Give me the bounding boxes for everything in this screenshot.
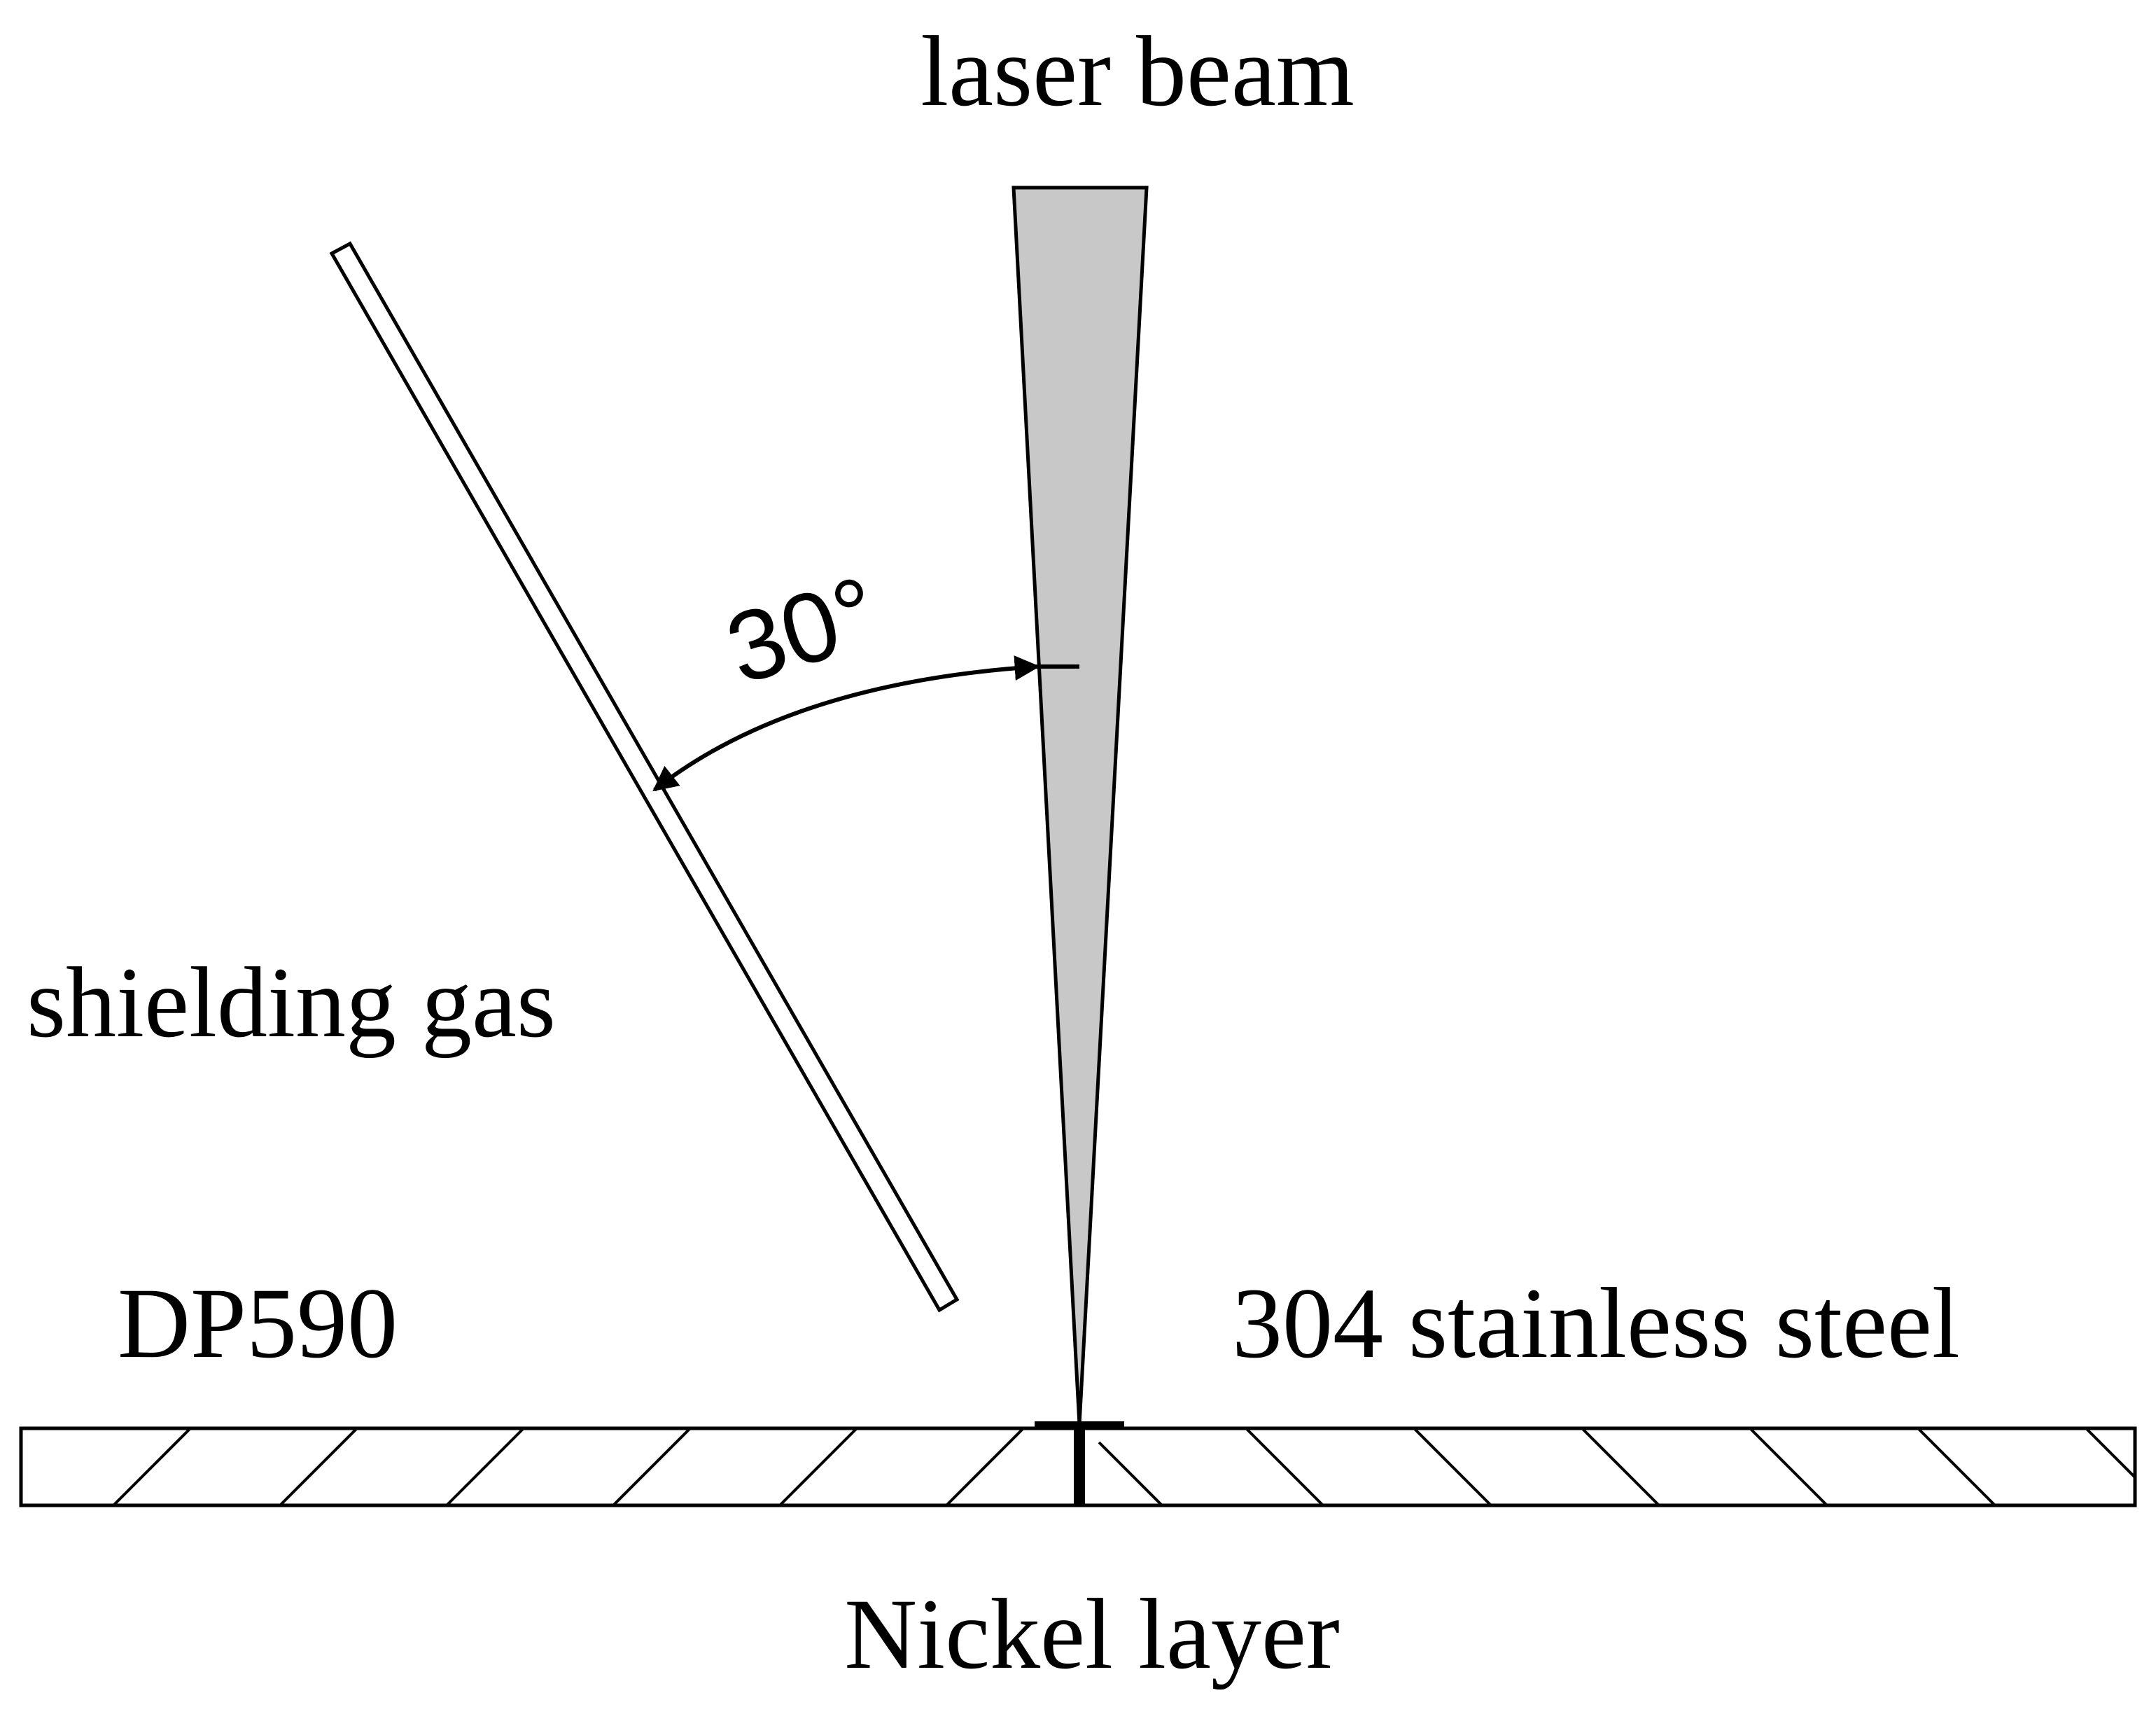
shielding-gas-nozzle [329, 241, 960, 1313]
angle-label: 30° [715, 555, 891, 706]
dp590-label: DP590 [118, 1268, 398, 1379]
shielding-gas-label: shielding gas [27, 947, 556, 1059]
plate-hatching [112, 1428, 2135, 1505]
laser-beam-cone [1011, 186, 1149, 1426]
angle-arc-arrow [652, 655, 1040, 792]
laser-beam-label: laser beam [920, 16, 1354, 127]
nickel-layer-label: Nickel layer [844, 1579, 1340, 1690]
stainless-steel-label: 304 stainless steel [1232, 1268, 1960, 1379]
